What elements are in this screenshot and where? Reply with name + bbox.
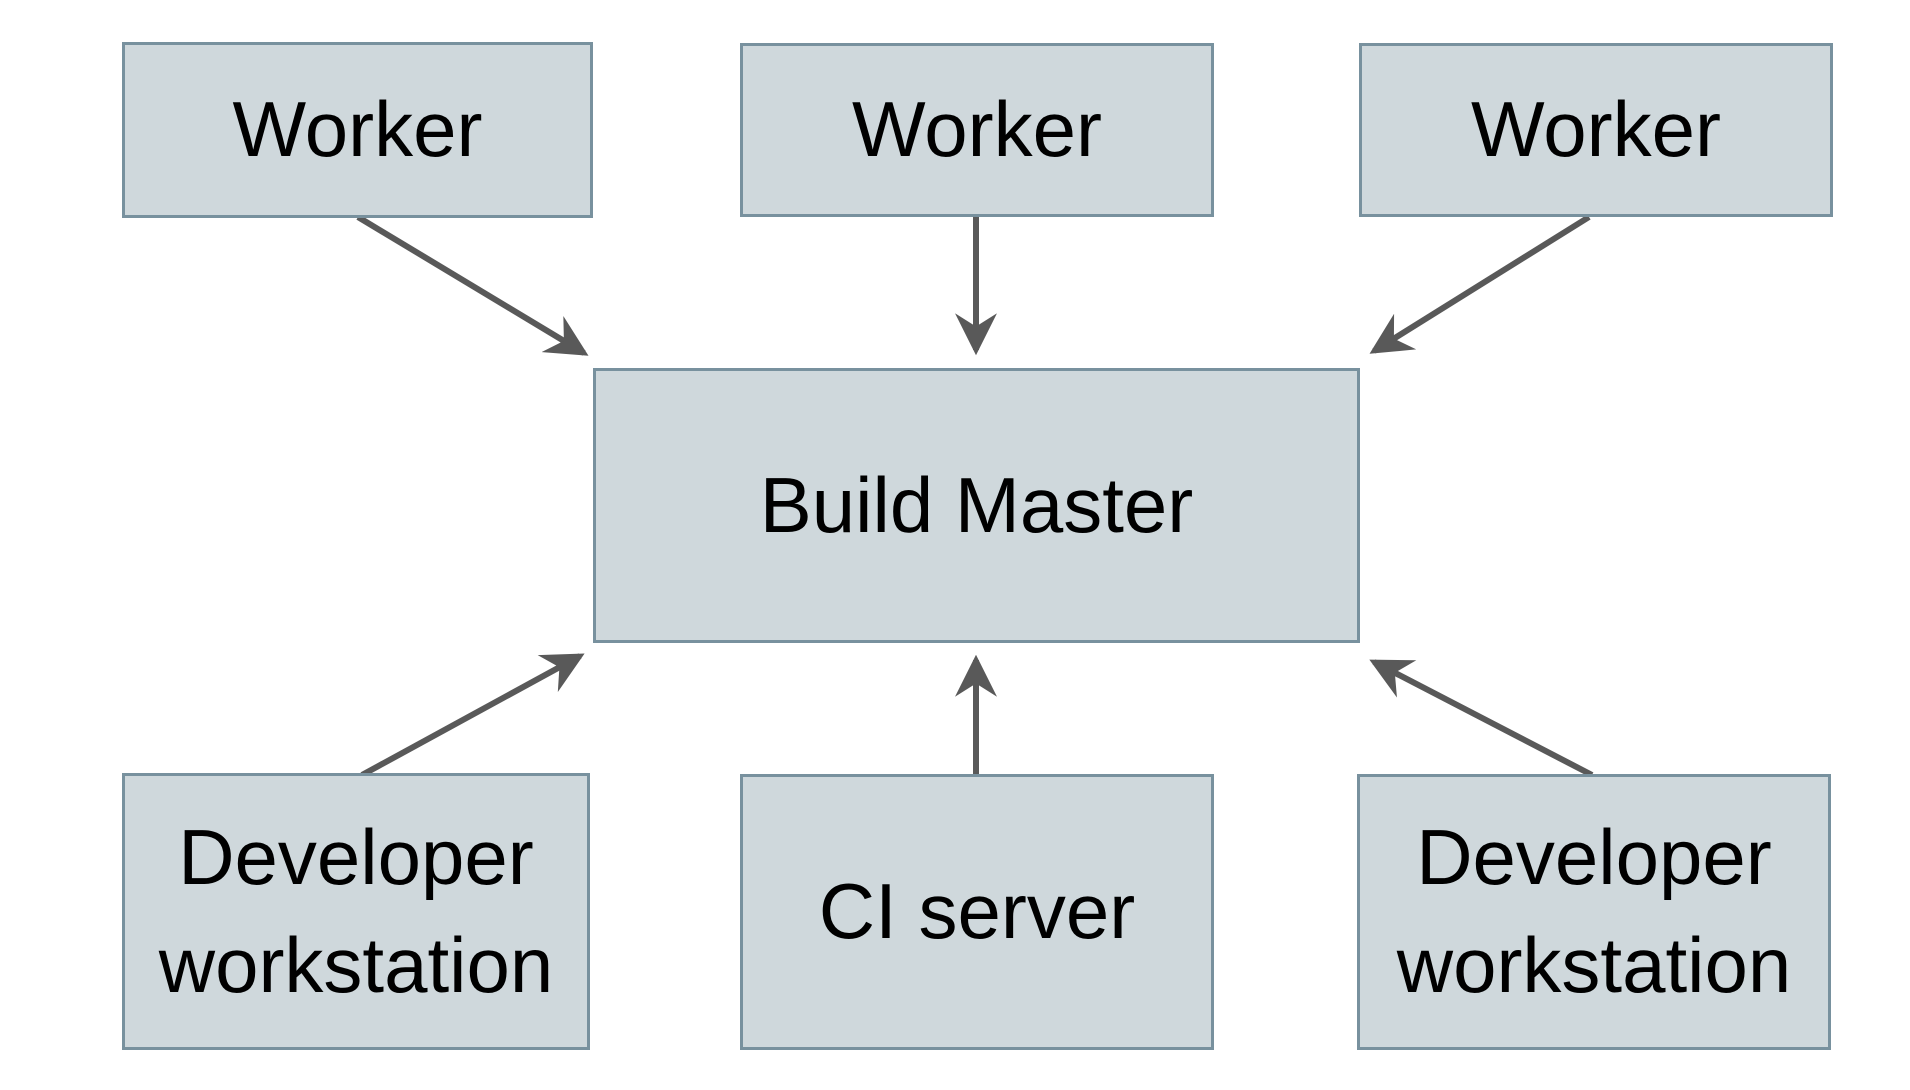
arrow-worker-3-to-build-master (1369, 214, 1591, 354)
node-developer-workstation-right-label: Developer workstation (1396, 813, 1792, 1009)
arrow-developer-workstation-left-to-build-master (360, 653, 585, 778)
node-ci-server-label: CI server (818, 867, 1136, 956)
node-build-master-label: Build Master (759, 460, 1194, 549)
node-worker-1-label: Worker (232, 85, 483, 174)
node-developer-workstation-left-label: Developer workstation (158, 812, 554, 1009)
node-worker-3: Worker (1359, 43, 1833, 217)
node-worker-2-label: Worker (852, 85, 1102, 174)
node-worker-3-label: Worker (1471, 85, 1721, 174)
node-worker-1: Worker (122, 42, 593, 218)
node-ci-server: CI server (740, 774, 1214, 1050)
node-developer-workstation-right: Developer workstation (1357, 774, 1831, 1050)
node-worker-2: Worker (740, 43, 1214, 217)
node-developer-workstation-left: Developer workstation (122, 773, 590, 1050)
node-build-master: Build Master (593, 368, 1360, 643)
arrow-developer-workstation-right-to-build-master (1369, 659, 1594, 778)
arrow-worker-1-to-build-master (356, 214, 589, 356)
